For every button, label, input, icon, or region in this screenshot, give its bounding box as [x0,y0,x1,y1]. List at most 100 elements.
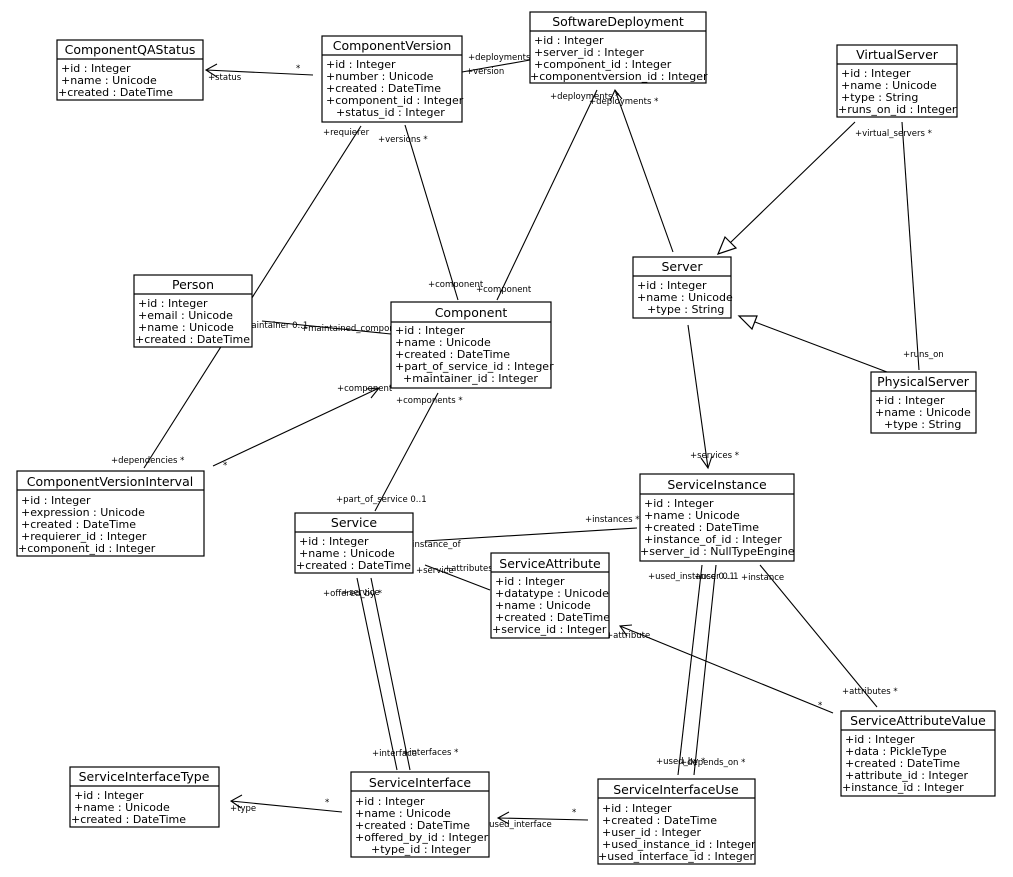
class-server: Server +id : Integer +name : Unicode +ty… [632,256,733,319]
label-services: +services * [690,451,739,461]
class-attribute: +created : DateTime [21,518,136,531]
label-runs-on: +runs_on [903,350,944,360]
label-status: +status [208,73,242,83]
label-component: +component [337,384,393,394]
label-offered-by: +offered_by * [323,589,382,599]
edge-interval-component [212,387,380,467]
label-maintainer: +maintainer 0..1 [236,321,308,331]
class-attribute: +maintainer_id : Integer [403,372,538,385]
label-multiplicity: * [223,461,227,471]
class-attribute: +created : DateTime [495,611,610,624]
class-attribute: +name : Unicode [644,509,740,522]
label-version: +version [466,67,504,77]
class-attribute: +type : String [841,91,918,104]
edge-service-interface-1 [356,577,398,771]
class-component: Component +id : Integer +name : Unicode … [390,301,554,389]
class-attribute: +id : Integer [326,58,396,71]
class-attribute: +name : Unicode [395,336,491,349]
class-attribute: +created : DateTime [602,814,717,827]
association-labels: +status * +deployments * +version +deplo… [111,53,944,830]
class-title: ServiceInterface [369,775,471,790]
class-attribute: +name : Unicode [495,599,591,612]
class-attribute: +number : Unicode [326,70,434,83]
label-maintained-components: +maintained_components * [301,324,420,334]
label-service: +service [416,566,454,576]
label-instance-of: +instance_of [405,540,462,550]
label-dependencies: +dependencies * [111,456,184,466]
label-virtual-servers: +virtual_servers * [855,129,932,139]
arrowhead-attribute [619,624,633,637]
arrowhead-used-interface [496,811,510,825]
class-attribute: +id : Integer [495,575,565,588]
class-attribute: +expression : Unicode [21,506,145,519]
class-attribute: +email : Unicode [138,309,233,322]
label-interface: +interface [372,749,417,759]
class-attribute: +componentversion_id : Integer [530,70,708,83]
class-serviceinterfaceuse: ServiceInterfaceUse +id : Integer +creat… [597,778,756,865]
class-attribute: +id : Integer [21,494,91,507]
class-serviceattributevalue: ServiceAttributeValue +id : Integer +dat… [840,710,996,797]
edge-component-service [374,392,439,512]
arrowhead-type [229,794,243,809]
edge-service-attribute [424,564,491,591]
label-requierer: +requierer [323,128,370,138]
class-title: ServiceAttribute [499,556,601,571]
arrowhead-deployments [609,88,623,102]
class-attribute: +id : Integer [74,789,144,802]
label-component: +component [476,285,532,295]
label-versions: +versions * [378,135,428,145]
class-componentversioninterval: ComponentVersionInterval +id : Integer +… [16,470,205,557]
class-title: Service [331,515,378,530]
class-attribute: +instance_of_id : Integer [644,533,782,546]
arrowhead-services [700,455,713,470]
class-attribute: +offered_by_id : Integer [355,831,489,844]
edge-cv-component [404,124,459,301]
label-deployments: +deployments * [468,53,537,63]
class-attribute: +created : DateTime [71,813,186,826]
class-title: ComponentVersion [333,38,452,53]
class-title: Person [172,277,214,292]
class-attribute: +id : Integer [61,62,131,75]
edge-cv-deployment [461,59,531,73]
class-attribute: +id : Integer [534,34,604,47]
label-multiplicity: * [296,64,300,74]
class-attribute: +attribute_id : Integer [845,769,968,782]
label-components: +components * [396,396,463,406]
class-attribute: +created : DateTime [845,757,960,770]
edge-vs-server [729,121,856,244]
label-part-of-service: +part_of_service 0..1 [336,495,427,505]
label-used-by: +used_by * [656,757,705,767]
label-depends-on: +depends_on * [680,758,745,768]
class-serviceinterfacetype: ServiceInterfaceType +id : Integer +name… [69,766,220,828]
edge-ps-server [754,321,888,373]
edge-vs-runs-on [901,121,920,371]
class-softwaredeployment: SoftwareDeployment +id : Integer +server… [529,11,708,84]
edge-service-interface-2 [370,577,411,771]
class-componentversion: ComponentVersion +id : Integer +number :… [321,35,464,123]
class-serviceinterface: ServiceInterface +id : Integer +name : U… [350,771,490,858]
class-attribute: +name : Unicode [637,291,733,304]
class-attribute: +status_id : Integer [336,106,445,119]
label-attributes: +attributes * [444,564,500,574]
class-attribute: +id : Integer [841,67,911,80]
class-attribute: +id : Integer [875,394,945,407]
label-instances: +instances * [585,515,640,525]
class-attribute: +data : PickleType [845,745,947,758]
arrowhead-status [204,63,218,78]
class-title: ComponentVersionInterval [27,474,193,489]
class-attribute: +id : Integer [845,733,915,746]
class-attribute: +created : DateTime [326,82,441,95]
class-attribute: +user_id : Integer [602,826,701,839]
class-attribute: +id : Integer [395,324,465,337]
class-attribute: +component_id : Integer [18,542,156,555]
class-service: Service +id : Integer +name : Unicode +c… [294,512,414,574]
label-deployments: +deployments * [550,92,619,102]
label-used-interface: +used_interface [482,820,552,830]
class-attribute: +id : Integer [299,535,369,548]
associations [143,59,920,825]
edge-server-deployment [614,89,674,253]
class-attribute: +type : String [884,418,961,431]
class-attribute: +name : Unicode [841,79,937,92]
class-attribute: +id : Integer [602,802,672,815]
edge-server-instance [687,324,709,469]
